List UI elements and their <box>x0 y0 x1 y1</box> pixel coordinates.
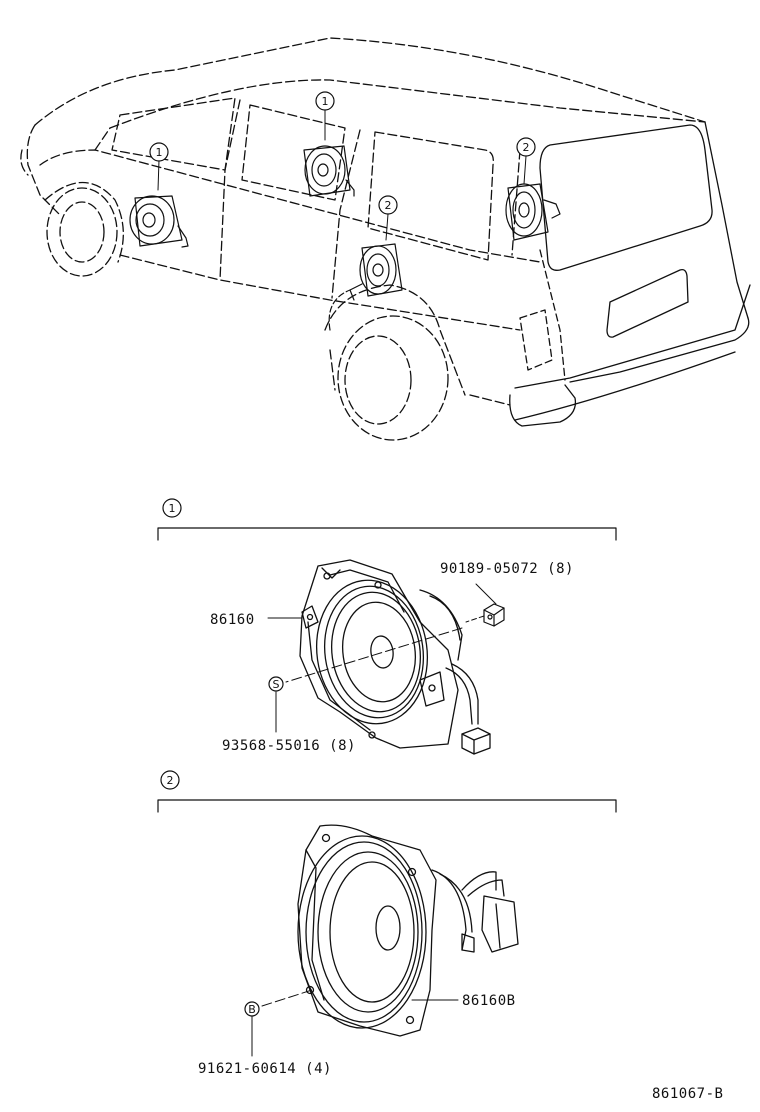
bolt-b-symbol: B <box>244 1001 260 1017</box>
vehicle-outline <box>20 37 751 441</box>
callout-vehicle-back-2: 2 <box>516 137 536 157</box>
part-label-86160b: 86160B <box>462 993 516 1009</box>
svg-text:2: 2 <box>167 774 174 787</box>
svg-text:2: 2 <box>523 141 530 154</box>
callout-vehicle-front-1: 1 <box>149 142 169 162</box>
callout-vehicle-rear-1: 1 <box>315 91 335 111</box>
figure-id: 861067-B <box>652 1086 723 1102</box>
rear-speaker-drawing <box>297 824 519 1037</box>
front-door-speaker-thumb <box>129 195 189 248</box>
svg-text:1: 1 <box>156 146 163 159</box>
nut-part <box>483 603 505 627</box>
section-two-label: 2 <box>160 770 180 790</box>
quarter-speaker-right-thumb <box>505 183 561 241</box>
part-label-86160: 86160 <box>210 612 255 628</box>
svg-text:S: S <box>273 678 280 691</box>
screw-s-symbol: S <box>268 676 284 692</box>
part-label-90189-05072: 90189-05072 (8) <box>440 561 574 577</box>
svg-text:1: 1 <box>322 95 329 108</box>
part-label-91621-60614: 91621-60614 (4) <box>198 1061 332 1077</box>
section-two-bracket <box>157 799 617 813</box>
svg-text:B: B <box>248 1003 256 1016</box>
section-one-label: 1 <box>162 498 182 518</box>
quarter-speaker-left-thumb <box>328 243 403 331</box>
front-speaker-drawing <box>299 559 491 755</box>
callout-vehicle-quarter-2: 2 <box>378 195 398 215</box>
svg-text:2: 2 <box>385 199 392 212</box>
section-one-bracket <box>157 527 617 541</box>
part-label-93568-55016: 93568-55016 (8) <box>222 738 356 754</box>
rear-door-speaker-thumb <box>303 145 355 197</box>
svg-text:1: 1 <box>169 502 176 515</box>
